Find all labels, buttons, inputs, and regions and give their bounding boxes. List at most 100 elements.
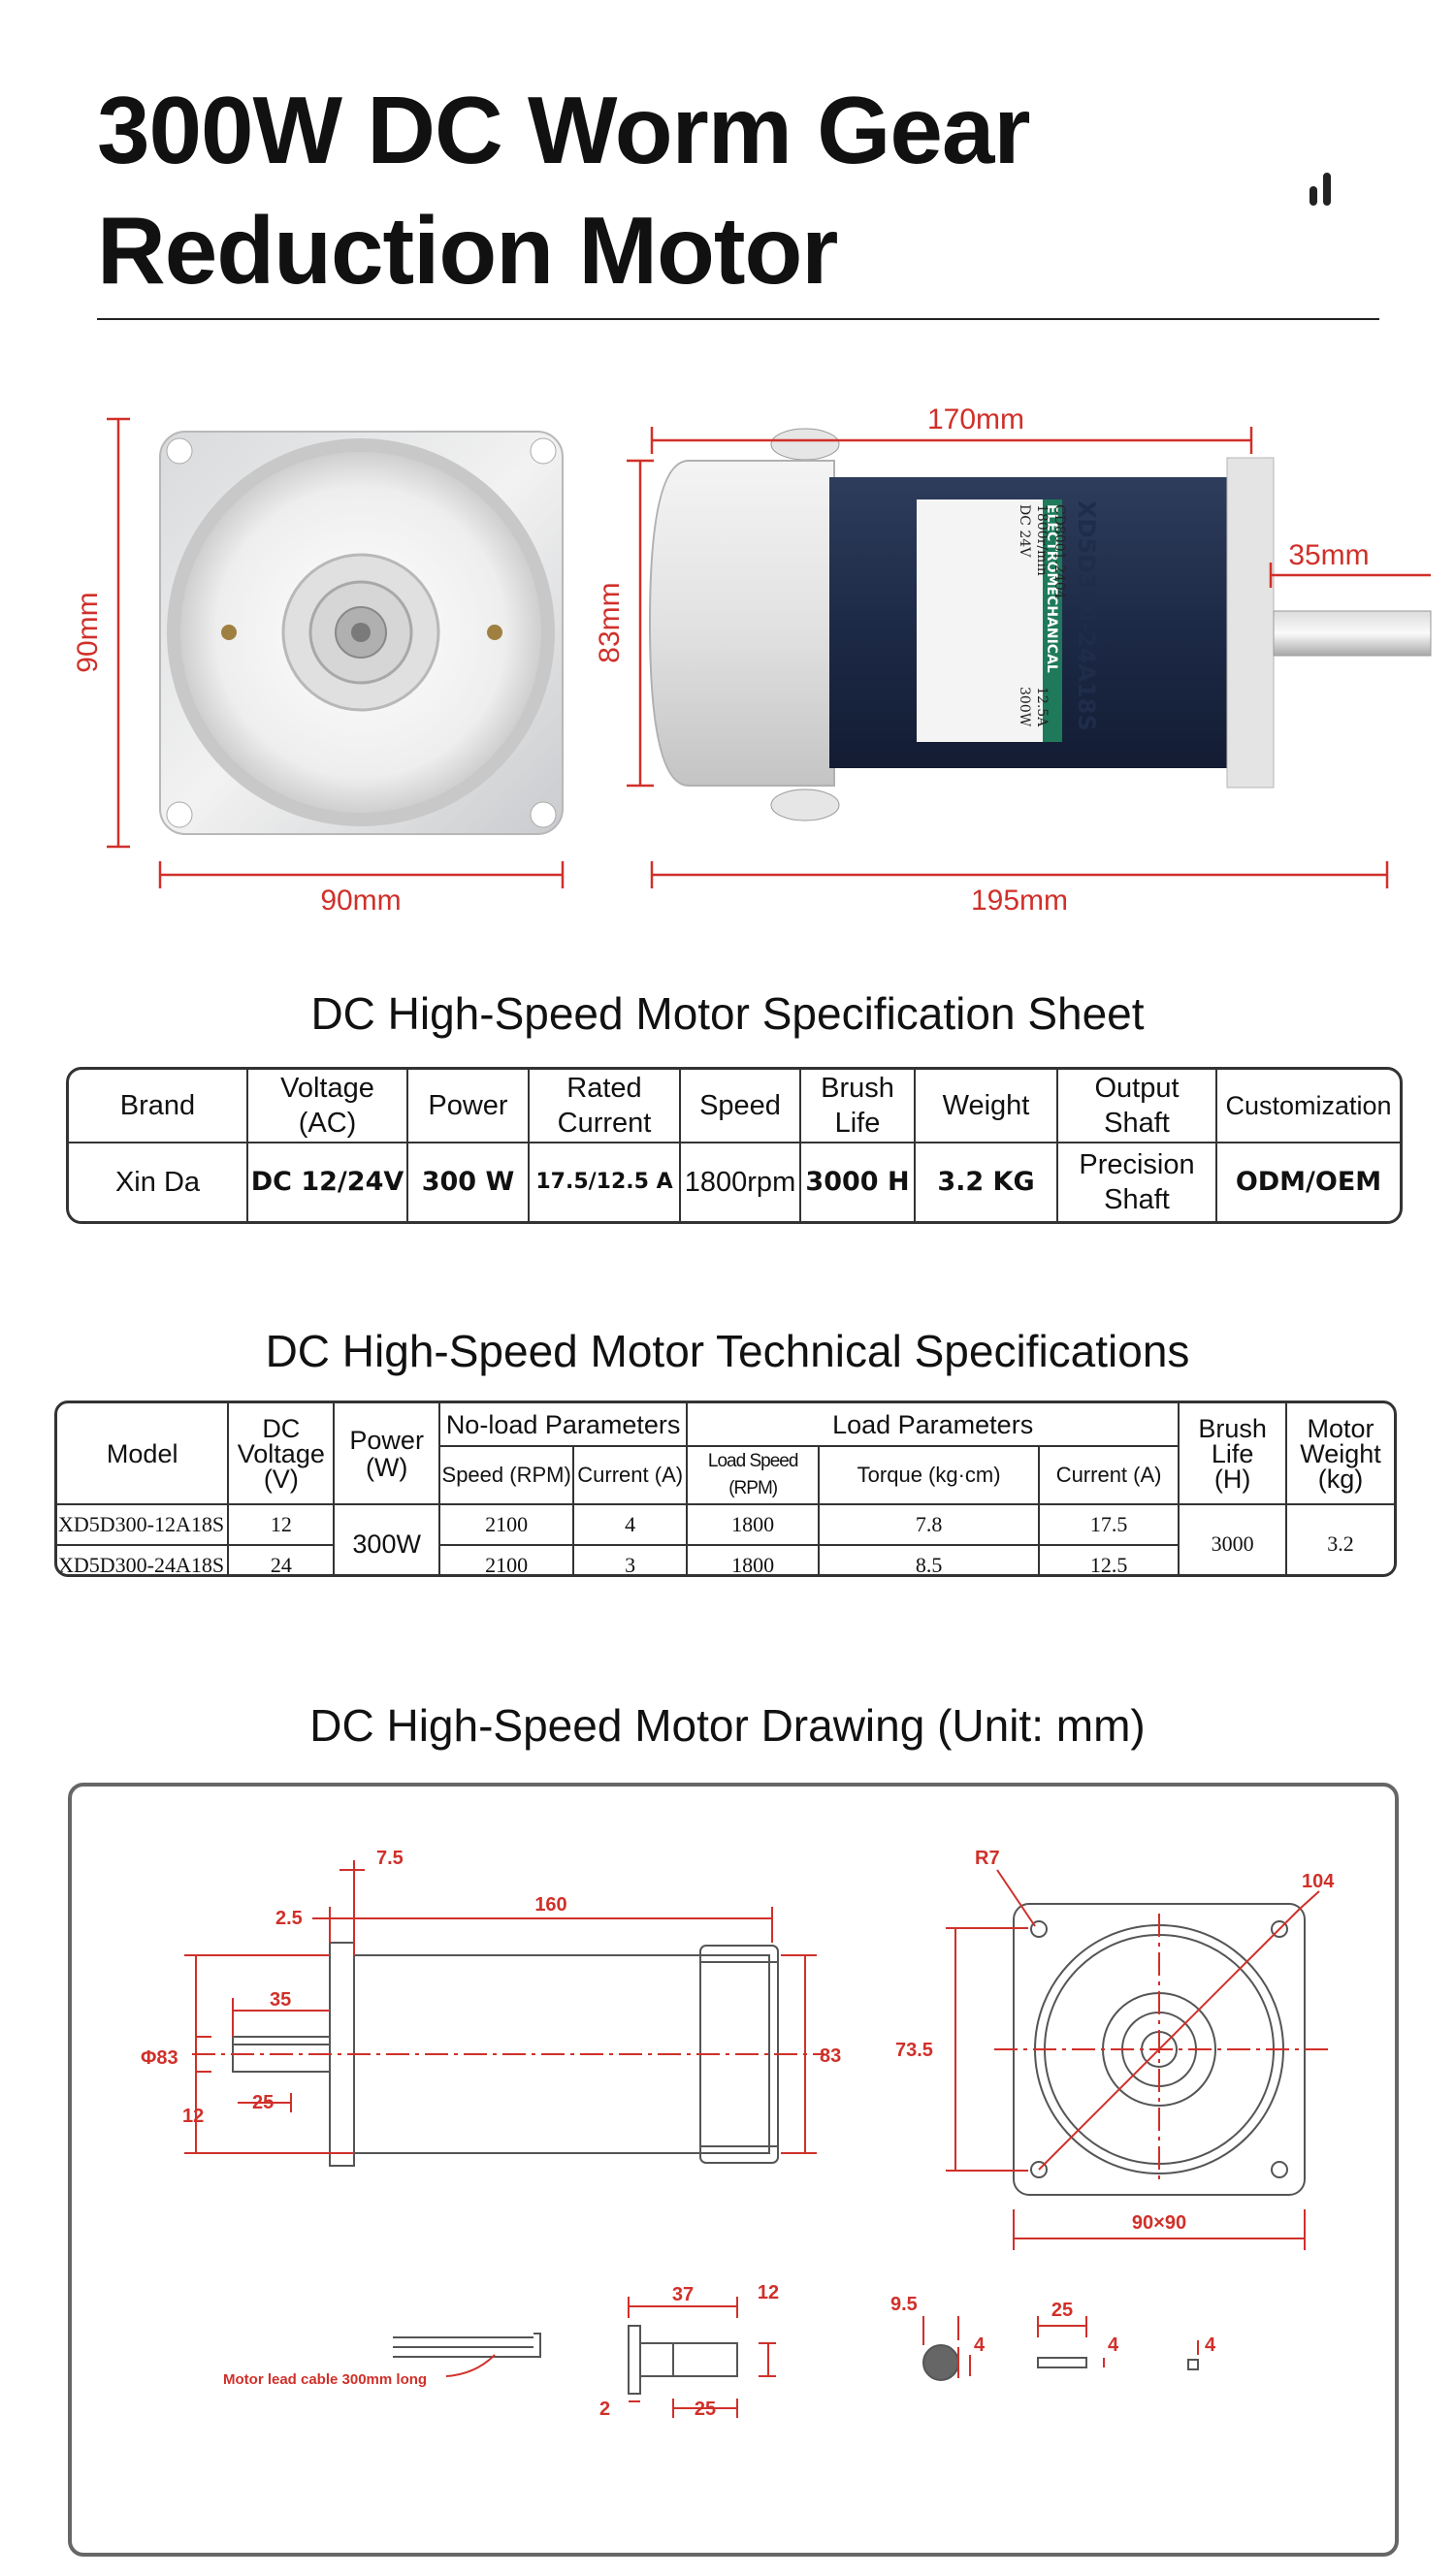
dim-12: 12 — [182, 2106, 204, 2127]
title-line-2: Reduction Motor — [97, 197, 838, 304]
row1-load-current: 17.5 — [1038, 1503, 1180, 1546]
row1-voltage: 12 — [227, 1503, 336, 1546]
label-line-right-1: 300W — [1017, 687, 1032, 727]
header-rated-current: Rated Current — [528, 1070, 681, 1143]
label-line-1: DC 24V — [1017, 504, 1032, 558]
drawing-side-dims — [184, 1860, 817, 2154]
spec-sheet-header-row: Brand Voltage (AC) Power Rated Current S… — [69, 1070, 1400, 1143]
dim-25c: 25 — [1051, 2300, 1073, 2321]
technical-drawing: 7.5 2.5 160 35 Φ83 12 25 83 R7 104 73.5 … — [141, 1848, 1335, 2420]
row1-noload-speed: 2100 — [438, 1503, 575, 1546]
th-noload: No-load Parameters — [438, 1403, 689, 1447]
dim-4c: 4 — [1205, 2334, 1216, 2356]
dim-7-5: 7.5 — [376, 1848, 404, 1869]
dim-front-width: 90mm — [320, 885, 401, 917]
value-output-shaft: Precision Shaft — [1056, 1142, 1217, 1221]
th-noload-current: Current (A) — [572, 1445, 689, 1505]
dim-shaft-length: 35mm — [1288, 539, 1369, 571]
dim-r7: R7 — [975, 1848, 1000, 1869]
dim-90x90: 90×90 — [1132, 2212, 1186, 2234]
table-row: XD5D300-24A18S 24 2100 3 1800 8.5 12.5 — [57, 1544, 1394, 1574]
label-line-2: 1800r/min — [1034, 504, 1050, 576]
th-brush-life: Brush Life (H) — [1178, 1403, 1288, 1505]
value-brand: Xin Da — [69, 1142, 248, 1221]
tech-spec-title: DC High-Speed Motor Technical Specificat… — [265, 1326, 1190, 1376]
signal-icon — [1310, 167, 1339, 206]
drawing-frame — [68, 1783, 1399, 2557]
header-speed: Speed — [679, 1070, 801, 1143]
drawing-side-view — [192, 1942, 824, 2167]
dim-9-5: 9.5 — [890, 2294, 918, 2315]
dim-side-height: 83mm — [594, 582, 626, 662]
value-weight: 3.2 KG — [914, 1142, 1058, 1221]
row2-noload-current: 3 — [572, 1544, 689, 1574]
header-power: Power — [406, 1070, 530, 1143]
drawing-title: DC High-Speed Motor Drawing (Unit: mm) — [309, 1700, 1146, 1751]
row2-load-current: 12.5 — [1038, 1544, 1180, 1574]
label-model-text: XD5D300-24A18S — [1073, 500, 1100, 731]
row1-torque: 7.8 — [818, 1503, 1041, 1546]
header-customization: Customization — [1215, 1070, 1400, 1143]
drawing-front-dims — [946, 1869, 1329, 2250]
header-brush-life: Brush Life — [799, 1070, 916, 1143]
dim-83: 83 — [820, 2045, 841, 2067]
value-brush-life: 3000 H — [799, 1142, 916, 1221]
dim-12b: 12 — [758, 2282, 779, 2303]
spec-sheet-value-row: Xin Da DC 12/24V 300 W 17.5/12.5 A 1800r… — [69, 1142, 1400, 1221]
dim-4b: 4 — [1108, 2334, 1119, 2356]
row2-model: XD5D300-24A18S — [57, 1544, 230, 1574]
th-noload-speed: Speed (RPM) — [438, 1445, 575, 1505]
value-speed: 1800rpm — [679, 1142, 801, 1221]
spec-sheet-table: Brand Voltage (AC) Power Rated Current S… — [66, 1067, 1403, 1224]
header-brand: Brand — [69, 1070, 248, 1143]
photo-dimension-lines — [107, 417, 1431, 888]
th-motor-weight: Motor Weight (kg) — [1285, 1403, 1394, 1505]
value-rated-current: 17.5/12.5 A — [528, 1142, 681, 1221]
front-view-photo — [159, 431, 564, 835]
brush-life-value: 3000 — [1178, 1503, 1288, 1574]
dim-25: 25 — [252, 2092, 274, 2113]
dim-side-length: 170mm — [927, 403, 1024, 435]
dim-25b: 25 — [695, 2399, 716, 2420]
row1-load-speed: 1800 — [686, 1503, 821, 1546]
value-voltage: DC 12/24V — [246, 1142, 408, 1221]
label-line-right-2: 12.5A — [1034, 687, 1050, 727]
header-divider — [97, 318, 1379, 320]
dim-35: 35 — [270, 1989, 291, 2011]
weight-value: 3.2 — [1285, 1503, 1394, 1574]
product-photo-dimensions: XD5D300-24A18S ELECTROMECHANICAL DC 24V … — [72, 403, 1432, 917]
th-power: Power (W) — [333, 1403, 441, 1505]
power-value: 300W — [333, 1503, 441, 1574]
drawing-shaft-detail — [628, 2325, 738, 2395]
dim-160: 160 — [534, 1894, 566, 1916]
page-title: 300W DC Worm Gear Reduction Motor — [97, 70, 1030, 310]
label-line-3: CD8001.2404 — [1051, 504, 1067, 599]
dim-37: 37 — [672, 2284, 694, 2305]
row2-voltage: 24 — [227, 1544, 336, 1574]
dim-4a: 4 — [974, 2334, 986, 2356]
dim-73-5: 73.5 — [895, 2040, 933, 2061]
tech-spec-table: Model DC Voltage (V) Power (W) No-load P… — [54, 1401, 1397, 1577]
row1-model: XD5D300-12A18S — [57, 1503, 230, 1546]
row1-noload-current: 4 — [572, 1503, 689, 1546]
th-load: Load Parameters — [686, 1403, 1180, 1447]
title-line-1: 300W DC Worm Gear — [97, 77, 1030, 183]
side-view-photo: XD5D300-24A18S ELECTROMECHANICAL DC 24V … — [648, 428, 1432, 821]
header-output-shaft: Output Shaft — [1056, 1070, 1217, 1143]
row2-torque: 8.5 — [818, 1544, 1041, 1574]
th-load-current: Current (A) — [1038, 1445, 1180, 1505]
dim-side-total-length: 195mm — [971, 885, 1068, 917]
row2-noload-speed: 2100 — [438, 1544, 575, 1574]
table-row: XD5D300-12A18S 12 300W 2100 4 1800 7.8 1… — [57, 1503, 1394, 1574]
th-model: Model — [57, 1403, 230, 1505]
dim-phi83: Φ83 — [141, 2047, 178, 2069]
th-voltage: DC Voltage (V) — [227, 1403, 336, 1505]
th-torque: Torque (kg·cm) — [818, 1445, 1041, 1505]
dim-2: 2 — [599, 2399, 610, 2420]
header-voltage: Voltage (AC) — [246, 1070, 408, 1143]
value-power: 300 W — [406, 1142, 530, 1221]
value-customization: ODM/OEM — [1215, 1142, 1400, 1221]
spec-sheet-title: DC High-Speed Motor Specification Sheet — [310, 988, 1145, 1039]
dim-2-5: 2.5 — [275, 1908, 303, 1929]
drawing-shaft-section — [922, 2316, 1199, 2381]
